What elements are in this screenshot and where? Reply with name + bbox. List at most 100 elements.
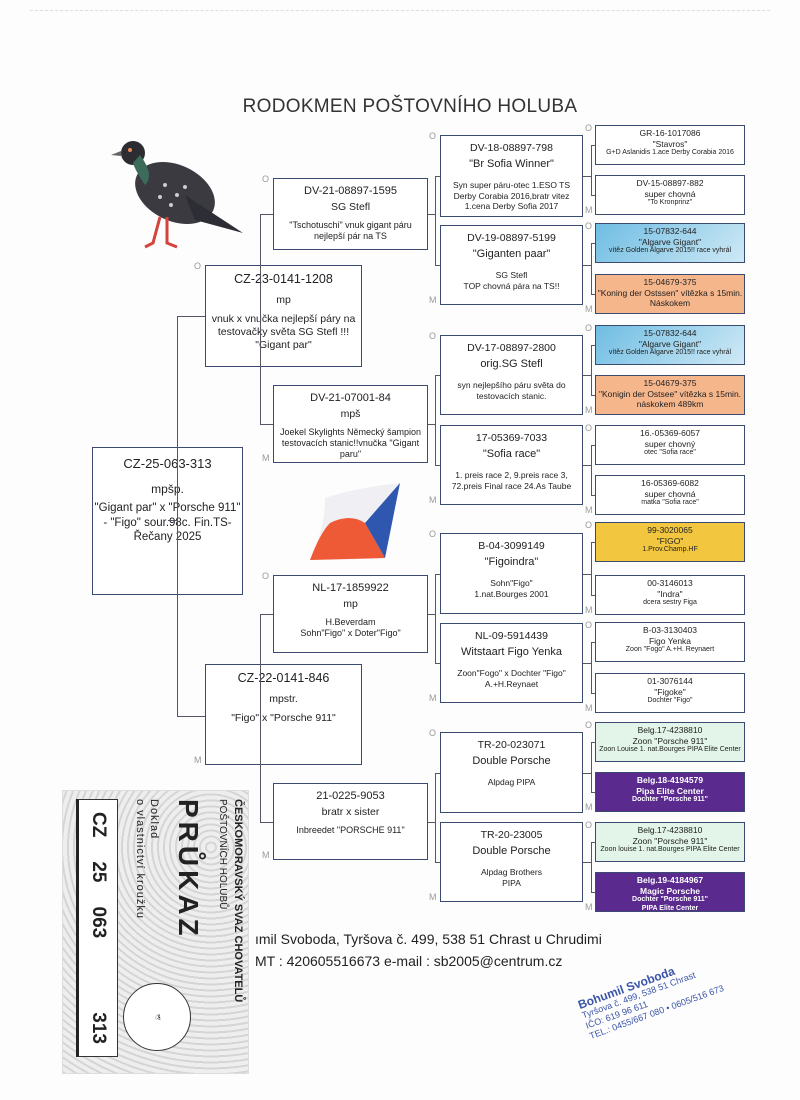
ring-number: DV-17-08897-2800 xyxy=(467,342,556,354)
bird-info: Witstaart Figo Yenka xyxy=(461,646,562,659)
connector-line xyxy=(260,424,273,425)
ring-number: DV-15-08897-882 xyxy=(636,178,704,188)
bird-info: H.Beverdam xyxy=(325,616,376,627)
connector-line xyxy=(591,243,595,244)
ring-number: DV-21-07001-84 xyxy=(310,392,391,404)
connector-line xyxy=(260,821,273,823)
connector-line xyxy=(435,862,440,863)
breeder-address: ımil Svoboda, Tyršova č. 499, 538 51 Chr… xyxy=(255,931,602,947)
sire-label: O xyxy=(585,820,593,830)
ring-number: CZ 25 063 313 xyxy=(75,799,118,1057)
connector-line xyxy=(177,716,205,717)
ring-number: B-04-3099149 xyxy=(478,540,545,552)
bird-info: Figo Yenka xyxy=(648,635,692,646)
bird-info: "Indra" xyxy=(657,588,683,599)
pedigree-box-g5-8: 99-3020065"FIGO"1.Prov.Champ.HF xyxy=(595,522,745,562)
bird-info: "Br Sofia Winner" xyxy=(469,158,554,171)
bird-info: "Stavros" xyxy=(652,138,688,149)
connector-line xyxy=(583,772,591,774)
ring-number: NL-09-5914439 xyxy=(475,630,548,642)
bird-info: matka "Sofia race" xyxy=(641,499,699,507)
bird-info: Zoon"Fogo" x Dochter "Figo" xyxy=(457,667,566,678)
ring-number: 15-04679-375 xyxy=(643,378,697,388)
pedigree-box-g4e: B-04-3099149"Figoindra"Sohn"Figo"1.nat.B… xyxy=(440,533,583,614)
dam-label: M xyxy=(585,802,593,812)
bird-info: Dochter "Figo" xyxy=(647,697,693,705)
connector-line xyxy=(591,445,592,495)
bird-info: bratr x sister xyxy=(321,805,380,818)
bird-info: "Figo" x "Porsche 911" xyxy=(231,711,336,724)
connector-line xyxy=(435,772,440,774)
dam-label: M xyxy=(262,453,270,463)
connector-line xyxy=(583,375,591,376)
connector-line xyxy=(591,742,592,792)
bird-info: Zoon "Porsche 911" xyxy=(632,735,708,746)
ring-number: 15-07832-644 xyxy=(643,226,697,236)
connector-line xyxy=(591,145,595,146)
ring-number: 15-04679-375 xyxy=(643,277,697,287)
pedigree-box-g5-4: 15-07832-644"Algarve Gigant"vítěz Golden… xyxy=(595,325,745,365)
ring-number: Belg.17-4238810 xyxy=(637,725,703,735)
connector-line xyxy=(435,465,440,466)
connector-line xyxy=(591,642,592,693)
bird-info: SG Stefl xyxy=(495,269,528,280)
sire-label: O xyxy=(585,323,593,333)
connector-line xyxy=(435,375,440,376)
sire-label: O xyxy=(585,423,593,433)
connector-line xyxy=(591,145,592,195)
dam-label: M xyxy=(429,693,437,703)
connector-line xyxy=(435,176,440,177)
bird-info: Syn super páru-otec 1.ESO TS Derby Corab… xyxy=(452,179,570,212)
card-org: ČESKOMORAVSKÝ SVAZ CHOVATELŮ xyxy=(231,799,244,1003)
bird-info: orig.SG Stefl xyxy=(480,358,543,371)
dam-label: M xyxy=(429,295,437,305)
ring-number: CZ-22-0141-846 xyxy=(237,671,330,685)
ring-number: 99-3020065 xyxy=(647,525,693,535)
dam-label: M xyxy=(585,405,593,415)
ring-number: Belg.18-4194579 xyxy=(636,775,704,785)
connector-line xyxy=(591,892,595,893)
bird-info: Joekel Skylights Německý šampion testova… xyxy=(279,426,422,460)
sire-label: O xyxy=(429,131,437,141)
bird-info: mpš xyxy=(340,407,361,420)
dam-label: M xyxy=(429,892,437,902)
bird-info: "Konigin der Ostsee" vítězka s 15min. ná… xyxy=(598,388,742,410)
sire-label: O xyxy=(585,520,593,530)
bird-info: TOP chovná pára na TS!! xyxy=(463,280,560,291)
bird-info: Double Porsche xyxy=(472,845,551,858)
ring-org: 063 xyxy=(87,906,109,939)
bird-info: Sohn"Figo" x Doter"Figo" xyxy=(300,628,401,639)
bird-info: SG Stefl xyxy=(330,200,371,213)
card-org-2: POŠTOVNÍCH HOLUBŮ xyxy=(216,799,228,910)
connector-line xyxy=(591,595,595,596)
bird-info: 1. preis race 2, 9.preis race 3, 72.prei… xyxy=(451,469,572,491)
bird-info: mp xyxy=(343,597,358,610)
connector-line xyxy=(591,495,595,496)
connector-line xyxy=(591,395,595,396)
connector-line xyxy=(591,542,592,595)
dam-label: M xyxy=(585,205,593,215)
connector-line xyxy=(591,642,595,643)
connector-line xyxy=(591,345,592,395)
connector-line xyxy=(583,465,591,466)
bird-info: "Algarve Gigant" xyxy=(638,236,702,247)
ring-number: DV-18-08897-798 xyxy=(470,142,553,154)
bird-info: "To Kronprinz" xyxy=(647,199,693,207)
page-title: RODOKMEN POŠTOVNÍHO HOLUBA xyxy=(242,96,578,117)
connector-line xyxy=(260,614,273,615)
bird-info: Pipa Elite Center xyxy=(636,785,704,796)
bird-info: Magic Porsche xyxy=(640,885,700,896)
pedigree-box-g5-9: 00-3146013"Indra"dcera sestry Figa xyxy=(595,575,745,615)
connector-line xyxy=(435,663,440,664)
ring-no: 313 xyxy=(87,1012,109,1044)
